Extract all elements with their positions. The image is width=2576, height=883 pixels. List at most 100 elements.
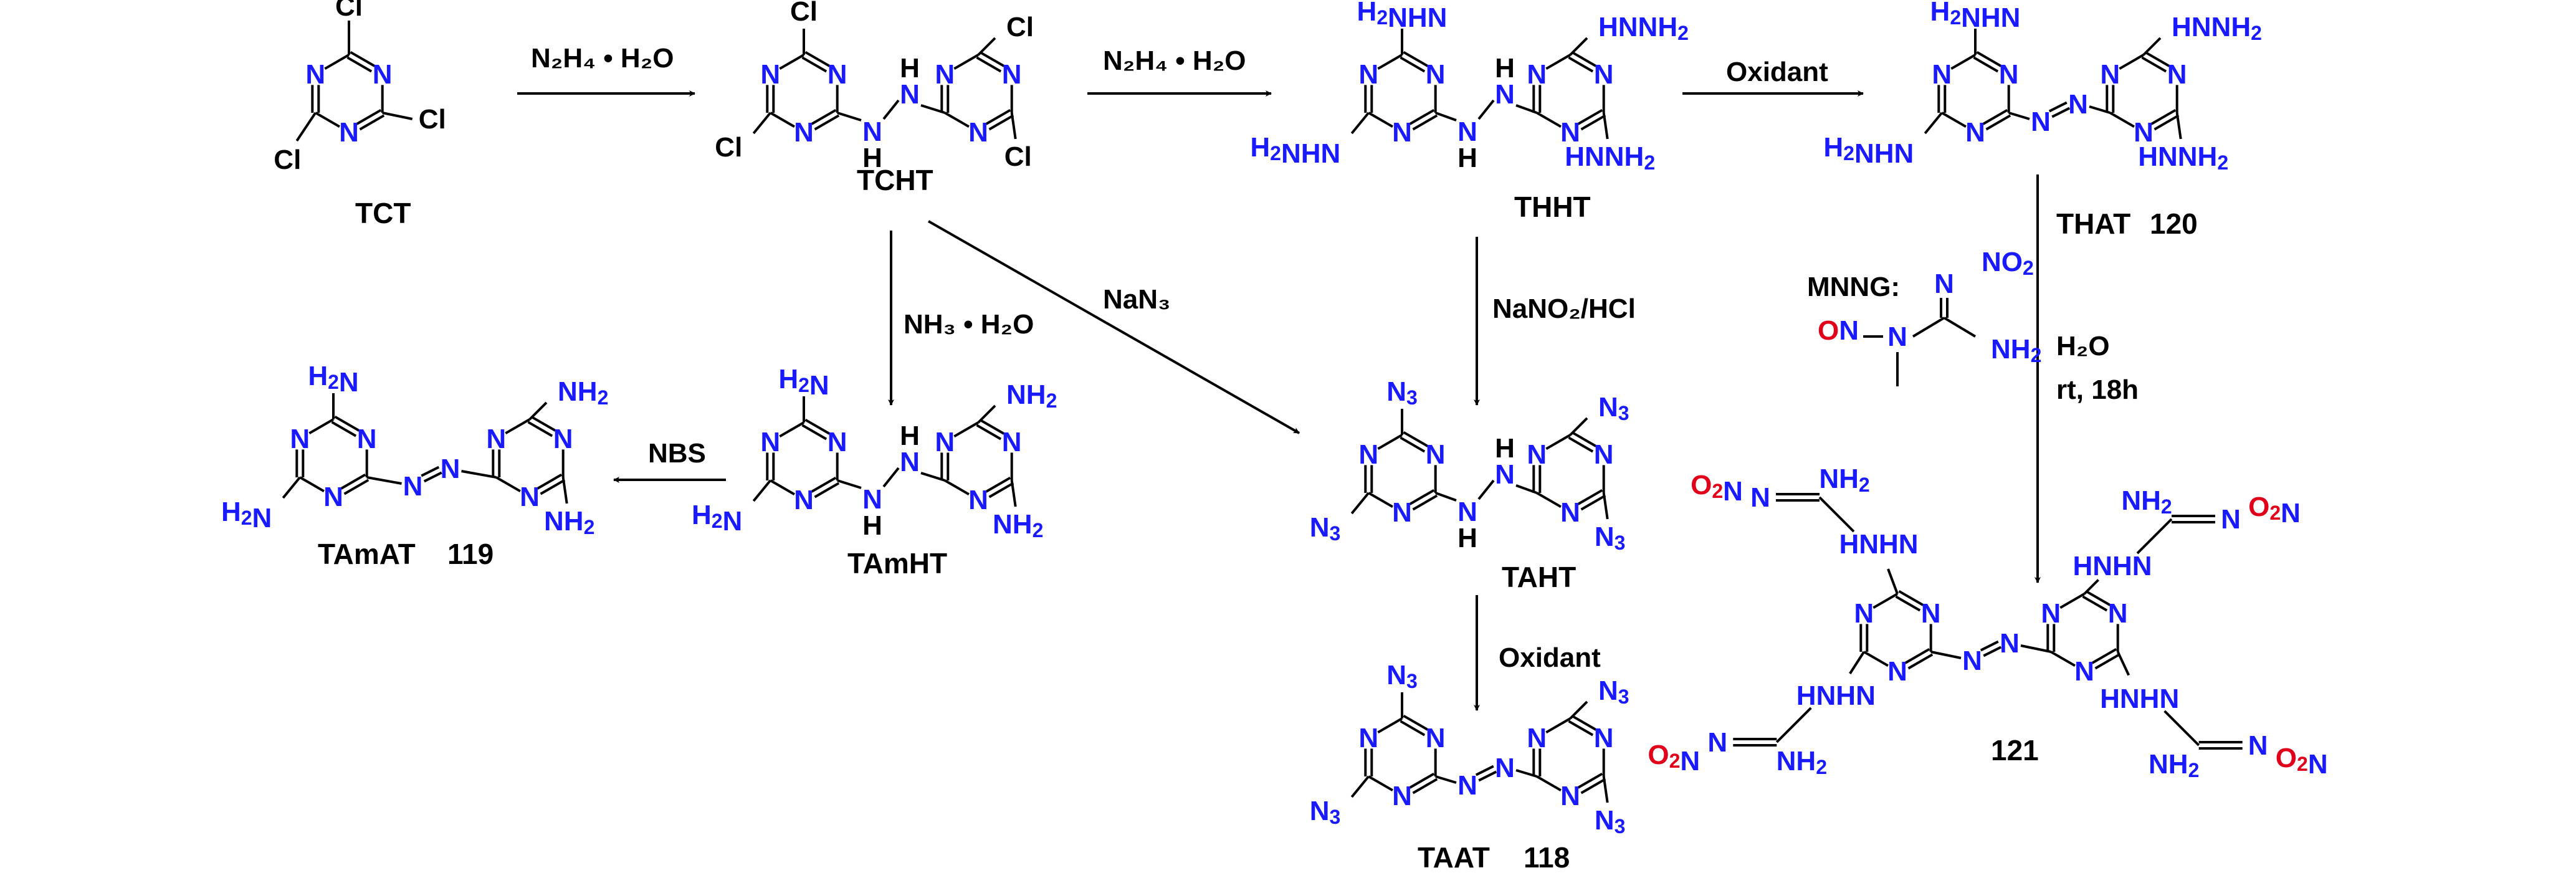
ring-bond bbox=[801, 424, 828, 441]
bond bbox=[561, 477, 568, 504]
bond bbox=[1602, 776, 1609, 803]
ring-bond bbox=[985, 108, 1011, 125]
ring-bond bbox=[1368, 492, 1393, 508]
guanidine-n: N bbox=[2221, 504, 2241, 535]
reaction-arrows bbox=[517, 90, 2041, 711]
bond bbox=[1477, 99, 1495, 120]
bond bbox=[2136, 518, 2173, 555]
substituent: N3 bbox=[1386, 660, 1418, 693]
substituent: N3 bbox=[1598, 675, 1629, 709]
ring-bond bbox=[1985, 114, 2011, 131]
substituent: N3 bbox=[1310, 796, 1341, 829]
guanidine-n: N bbox=[1707, 727, 1727, 758]
ring-bond bbox=[779, 54, 804, 70]
bond bbox=[977, 37, 996, 56]
bond bbox=[1435, 492, 1457, 502]
mnng-n: N bbox=[1887, 322, 1907, 352]
nitro-group: O2N bbox=[2248, 492, 2301, 528]
ring-bond bbox=[537, 473, 563, 490]
label-that-number: 120 bbox=[2150, 208, 2198, 240]
ring-bond bbox=[1568, 436, 1594, 453]
bond bbox=[1602, 492, 1609, 520]
bond bbox=[1010, 480, 1017, 507]
ring-bond bbox=[988, 482, 1014, 499]
azo-double-bond bbox=[1983, 646, 2002, 657]
ring-bond bbox=[2094, 653, 2120, 670]
substituent: Cl bbox=[790, 0, 818, 27]
ring-bond bbox=[1568, 56, 1594, 73]
hydrazine-link: HNHN bbox=[2073, 551, 2152, 581]
bond bbox=[1569, 417, 1588, 436]
ring-bond bbox=[2150, 108, 2177, 125]
hydrazine-link: HNHN bbox=[1796, 680, 1876, 711]
ring-bond bbox=[1409, 489, 1435, 505]
ring-nitrogen: N bbox=[935, 59, 955, 90]
bond bbox=[752, 479, 771, 502]
bond bbox=[1515, 104, 1537, 114]
azo-n: N bbox=[2031, 107, 2051, 137]
bond bbox=[882, 467, 900, 488]
azo-n: N bbox=[1962, 646, 1982, 676]
ring-nitrogen: N bbox=[520, 482, 540, 512]
hydrazine-h: H bbox=[1495, 433, 1515, 464]
ring-bond bbox=[1545, 54, 1571, 70]
bond bbox=[461, 470, 497, 479]
ring-bond bbox=[811, 476, 837, 493]
bond bbox=[2083, 579, 2099, 595]
ring-bond bbox=[1536, 492, 1562, 508]
ring-bond bbox=[988, 114, 1014, 131]
ring-bond bbox=[770, 479, 795, 496]
bond bbox=[2142, 37, 2162, 56]
ring-bond bbox=[343, 479, 370, 495]
ring-nitrogen: N bbox=[1594, 59, 1614, 90]
ring-bond bbox=[1568, 720, 1594, 737]
reagent-sodium-azide: NaN₃ bbox=[1103, 284, 1170, 315]
hydrazine-h: H bbox=[862, 143, 882, 173]
reagent-hydrazine-1: N₂H₄ • H₂O bbox=[531, 43, 674, 74]
label-tamat-number: 119 bbox=[447, 538, 494, 570]
bond bbox=[295, 112, 317, 142]
ring-nitrogen: N bbox=[828, 59, 847, 90]
mnng-nitroso: ON bbox=[1818, 315, 1859, 346]
bond bbox=[882, 99, 900, 120]
ring-bond bbox=[530, 415, 556, 432]
ring-nitrogen: N bbox=[1594, 723, 1614, 753]
ring-bond bbox=[1409, 772, 1435, 789]
ring-bond bbox=[1409, 108, 1435, 125]
ring-bond bbox=[1976, 50, 2002, 67]
ring-bond bbox=[979, 50, 1005, 67]
bond bbox=[1435, 775, 1457, 784]
ring-bond bbox=[324, 54, 350, 70]
ring-bond bbox=[1950, 54, 1976, 70]
ring-bond bbox=[801, 56, 828, 73]
ring-bond bbox=[1872, 593, 1898, 609]
azo-n: N bbox=[2000, 628, 2020, 659]
bond bbox=[2163, 710, 2200, 747]
hydrazine-h: H bbox=[1457, 523, 1477, 553]
ring-bond bbox=[1400, 436, 1426, 453]
ring-nitrogen: N bbox=[1921, 598, 1941, 629]
label-tct: TCT bbox=[355, 197, 411, 229]
ring-bond bbox=[1377, 717, 1403, 734]
ring-nitrogen: N bbox=[1392, 117, 1412, 148]
substituent: H2NHN bbox=[1250, 132, 1340, 169]
azo-double-bond bbox=[1478, 770, 1497, 782]
arrow-tcht-to-taht bbox=[928, 220, 1300, 434]
ring-nitrogen: N bbox=[760, 59, 780, 90]
ring-bond bbox=[1403, 50, 1429, 67]
bond bbox=[837, 112, 862, 122]
nitro-group: O2N bbox=[2276, 743, 2328, 780]
hydrazine-h: H bbox=[1457, 143, 1477, 173]
ring-bond bbox=[356, 108, 382, 125]
ring-nitrogen: N bbox=[1560, 497, 1580, 528]
bond bbox=[837, 479, 862, 489]
ring-nitrogen: N bbox=[1854, 598, 1874, 629]
ring-bond bbox=[1898, 589, 1924, 606]
bond bbox=[752, 112, 771, 135]
ring-bond bbox=[359, 114, 385, 131]
ring-bond bbox=[505, 418, 531, 435]
ring-nitrogen: N bbox=[1358, 723, 1378, 753]
ring-nitrogen: N bbox=[339, 117, 359, 148]
ring-bond bbox=[1536, 112, 1562, 128]
ring-nitrogen: N bbox=[1527, 439, 1547, 470]
